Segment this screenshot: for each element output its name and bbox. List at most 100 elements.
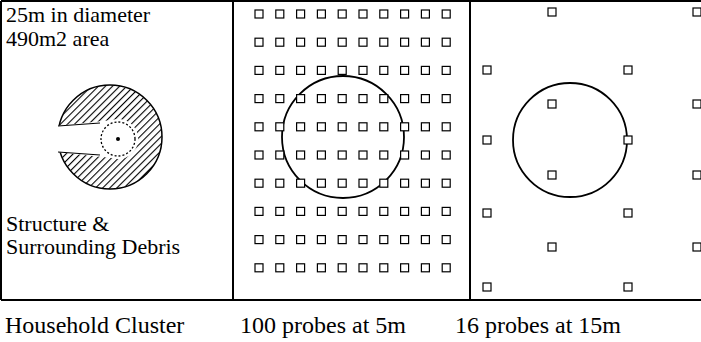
probe-square	[421, 179, 429, 187]
probe-square	[359, 95, 367, 103]
probe-square	[276, 236, 284, 244]
probe-square	[380, 236, 388, 244]
probe-square	[297, 95, 305, 103]
probe-square	[380, 10, 388, 18]
probe-square	[338, 207, 346, 215]
probe-square	[421, 66, 429, 74]
probe-square	[380, 66, 388, 74]
probe-square	[442, 207, 450, 215]
probe-square	[401, 10, 409, 18]
probe-square	[338, 95, 346, 103]
probe-square	[483, 283, 491, 291]
probe-square	[421, 207, 429, 215]
probe-square	[401, 264, 409, 272]
probe-square	[297, 10, 305, 18]
probe-square	[442, 123, 450, 131]
structure-debris-symbol	[56, 85, 162, 189]
probe-square	[255, 95, 263, 103]
probe-square	[317, 264, 325, 272]
probe-square	[276, 151, 284, 159]
probe-square	[380, 179, 388, 187]
probe-square	[359, 179, 367, 187]
probe-square	[317, 207, 325, 215]
probe-square	[255, 10, 263, 18]
probe-square	[380, 95, 388, 103]
panel-caption: Household Cluster	[5, 313, 184, 338]
probe-square	[297, 123, 305, 131]
probe-square	[276, 95, 284, 103]
probe-square	[297, 207, 305, 215]
probe-square	[276, 207, 284, 215]
probe-square	[693, 171, 701, 179]
probe-square	[421, 264, 429, 272]
probe-square	[442, 236, 450, 244]
probe-square	[338, 123, 346, 131]
panel-label: 25m in diameter	[6, 3, 150, 26]
probe-square	[338, 236, 346, 244]
probe-square	[401, 95, 409, 103]
probe-square	[297, 66, 305, 74]
probe-square	[317, 95, 325, 103]
probe-square	[401, 236, 409, 244]
panel: 16 probes at 15m	[445, 0, 701, 342]
probe-square	[359, 123, 367, 131]
probe-square	[359, 38, 367, 46]
probe-square	[276, 123, 284, 131]
probe-square	[297, 151, 305, 159]
probe-square	[276, 66, 284, 74]
probe-square	[693, 8, 701, 16]
probe-square	[483, 66, 491, 74]
probe-square	[338, 66, 346, 74]
probe-square	[380, 264, 388, 272]
cluster-circle	[282, 76, 404, 198]
probe-square	[401, 123, 409, 131]
probe-square	[359, 207, 367, 215]
probe-square	[442, 151, 450, 159]
probe-square	[421, 123, 429, 131]
panel-label: 490m2 area	[6, 27, 109, 50]
probe-square	[401, 207, 409, 215]
probe-square	[442, 38, 450, 46]
probe-square	[297, 38, 305, 46]
probe-square	[548, 100, 556, 108]
probe-square	[338, 179, 346, 187]
probe-square	[401, 179, 409, 187]
probe-square	[548, 8, 556, 16]
probe-square	[483, 209, 491, 217]
probe-square	[297, 236, 305, 244]
probe-square	[317, 10, 325, 18]
probe-square	[255, 66, 263, 74]
probe-square	[442, 10, 450, 18]
probe-square	[276, 264, 284, 272]
probe-square	[380, 207, 388, 215]
probe-square	[338, 151, 346, 159]
probe-square	[359, 236, 367, 244]
probe-square	[401, 151, 409, 159]
probe-square	[276, 38, 284, 46]
probe-square	[624, 283, 632, 291]
panel-caption: 16 probes at 15m	[455, 313, 621, 338]
probe-square	[442, 66, 450, 74]
probe-square	[317, 236, 325, 244]
probe-square	[338, 10, 346, 18]
probe-square	[548, 171, 556, 179]
probe-square	[297, 264, 305, 272]
panel: 25m in diameter490m2 areaStructure & Sur…	[0, 0, 233, 342]
probe-square	[401, 66, 409, 74]
probe-square	[401, 38, 409, 46]
probe-square	[380, 151, 388, 159]
probe-square	[255, 179, 263, 187]
probe-square	[624, 66, 632, 74]
probe-square	[255, 151, 263, 159]
probe-square	[548, 243, 556, 251]
probe-square	[317, 151, 325, 159]
probe-square	[442, 179, 450, 187]
probe-square	[338, 38, 346, 46]
probe-square	[359, 151, 367, 159]
probe-square	[693, 243, 701, 251]
probe-square	[317, 179, 325, 187]
probe-square	[317, 66, 325, 74]
probe-square	[359, 10, 367, 18]
probe-square	[338, 264, 346, 272]
